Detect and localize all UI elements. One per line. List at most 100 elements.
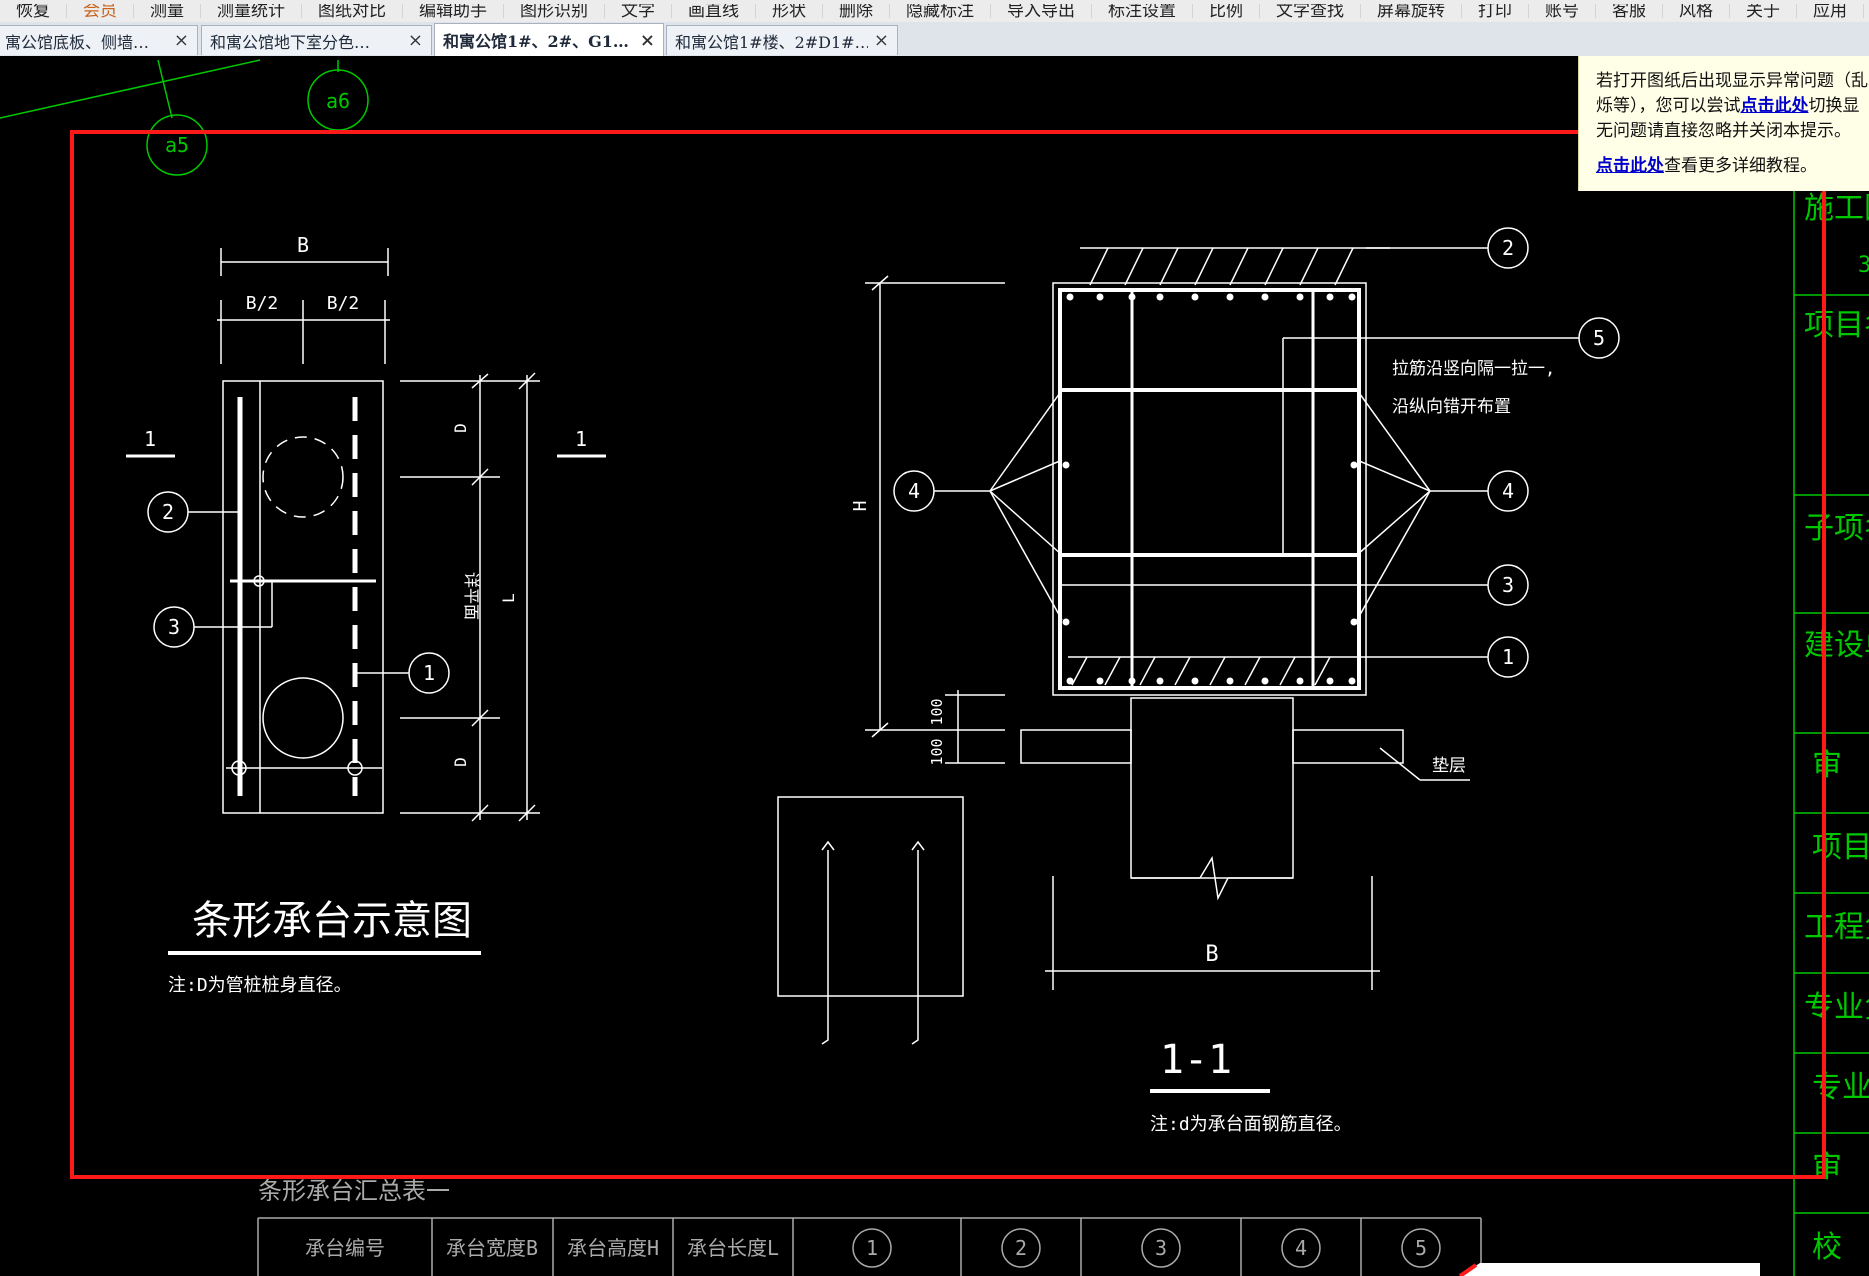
menu-item[interactable]: 文字 <box>605 4 672 18</box>
menu-item[interactable]: 文字查找 <box>1260 4 1361 18</box>
title-block-text: 审 <box>1812 1150 1842 1185</box>
menu-item[interactable]: 客服 <box>1596 4 1663 18</box>
dim-label: B <box>1205 942 1218 967</box>
dim-label: L <box>499 593 518 603</box>
dim-label: D <box>451 757 470 767</box>
display-issue-notice: 若打开图纸后出现显示异常问题（乱 烁等），您可以尝试点击此处切换显 无问题请直接… <box>1578 56 1869 191</box>
title-block-text: 施工图 <box>1804 191 1869 226</box>
switch-display-link[interactable]: 点击此处 <box>1740 96 1809 115</box>
dim-label: 100 <box>928 738 946 765</box>
menu-bar: 恢复会员测量测量统计图纸对比编辑助手图形识别文字画直线形状删除隐藏标注导入导出标… <box>0 0 1869 23</box>
drawing-title: 条形承台示意图 <box>192 898 472 944</box>
title-block-text: 项目 <box>1812 830 1869 865</box>
callout-number: 2 <box>162 500 174 524</box>
menu-item[interactable]: 测量 <box>134 4 201 18</box>
notice-text: 切换显 <box>1808 96 1860 115</box>
menu-item[interactable]: 账号 <box>1529 4 1596 18</box>
callout-number: 3 <box>1502 573 1514 597</box>
canvas-background <box>0 56 1869 1276</box>
menu-item[interactable]: 打印 <box>1462 4 1529 18</box>
strip-cap-plan <box>126 248 606 955</box>
title-block-text: 子项名 <box>1804 511 1869 546</box>
dim-label: B <box>297 233 309 257</box>
notice-line: 点击此处查看更多详细教程。 <box>1596 153 1869 178</box>
pile-outline <box>262 436 344 518</box>
grid-bubble-a5 <box>146 114 208 176</box>
menu-item[interactable]: 屏幕旋转 <box>1361 4 1462 18</box>
tab-document-2[interactable]: 和寓公馆地下室分色… × <box>201 25 432 55</box>
cushion-label: 垫层 <box>1432 756 1466 776</box>
grid-line <box>157 59 173 119</box>
menu-item[interactable]: 标注设置 <box>1092 4 1193 18</box>
close-icon[interactable]: × <box>873 30 889 51</box>
notice-line: 无问题请直接忽略并关闭本提示。 <box>1596 121 1851 140</box>
menu-item[interactable]: 画直线 <box>672 4 756 18</box>
callout-number: 5 <box>1593 326 1605 350</box>
menu-item[interactable]: 恢复 <box>0 4 67 18</box>
menu-item[interactable]: 图形识别 <box>504 4 605 18</box>
drawing-canvas[interactable]: a5 a6 <box>0 56 1869 1276</box>
grid-line <box>0 59 261 119</box>
dim-label: B/2 <box>327 293 360 314</box>
notice-line: 若打开图纸后出现显示异常问题（乱 <box>1596 71 1868 90</box>
menu-item[interactable]: 会员 <box>67 4 134 18</box>
table-header: 承台高度H <box>567 1236 659 1260</box>
title-block-text: 建设单 <box>1804 628 1869 663</box>
tab-label: 和寓公馆1#楼、2#D1#… <box>675 32 868 52</box>
section-mark: 1 <box>144 427 156 451</box>
close-icon[interactable]: × <box>639 29 655 51</box>
tab-document-1[interactable]: 寓公馆底板、侧墙… × <box>0 25 198 55</box>
menu-item[interactable]: 风格 <box>1663 4 1730 18</box>
callout-number: 4 <box>908 479 920 503</box>
callout-number: 2 <box>1502 236 1514 260</box>
partial-popup-edge <box>1460 1263 1760 1276</box>
title-block-text: 校 <box>1812 1230 1842 1265</box>
menu-item[interactable]: 隐藏标注 <box>890 4 991 18</box>
table-header: 5 <box>1415 1236 1427 1260</box>
tutorial-link[interactable]: 点击此处 <box>1596 156 1664 175</box>
close-icon[interactable]: × <box>173 30 189 51</box>
drawing-note: 注:d为承台面钢筋直径。 <box>1150 1114 1352 1135</box>
table-header: 承台编号 <box>305 1236 385 1260</box>
menu-item[interactable]: 比例 <box>1193 4 1260 18</box>
menu-item[interactable]: 图纸对比 <box>302 4 403 18</box>
tab-document-3[interactable]: 和寓公馆1#、2#、G1… × <box>434 23 664 56</box>
title-block-text: 专业 <box>1812 1070 1869 1105</box>
table-header: 4 <box>1295 1236 1307 1260</box>
notice-text: 烁等），您可以尝试 <box>1596 96 1741 115</box>
table-headers: 承台编号 承台宽度B 承台高度H 承台长度L 1 2 3 4 5 <box>305 1236 1427 1260</box>
dim-label: B/2 <box>246 293 279 314</box>
menu-item[interactable]: 导入导出 <box>991 4 1092 18</box>
table-header: 3 <box>1155 1236 1167 1260</box>
menu-item[interactable]: 编辑助手 <box>403 4 504 18</box>
dim-label: D <box>451 423 470 433</box>
table-header: 承台宽度B <box>446 1236 538 1260</box>
title-block-text: 审 <box>1812 748 1842 783</box>
menu-item[interactable]: 测量统计 <box>201 4 302 18</box>
grid-bubble-label: a6 <box>326 89 350 113</box>
menu-item[interactable]: 删除 <box>823 4 890 18</box>
notice-line: 烁等），您可以尝试点击此处切换显 <box>1596 93 1869 118</box>
title-block-text: 专业负 <box>1804 990 1869 1025</box>
title-block-text: 项目名 <box>1804 308 1869 343</box>
table-title: 条形承台汇总表一 <box>258 1177 450 1205</box>
menu-item[interactable]: 关于 <box>1730 4 1797 18</box>
menu-item[interactable]: 形状 <box>756 4 823 18</box>
summary-table <box>257 1217 1482 1276</box>
partial-popup-edge <box>1458 1263 1478 1276</box>
tab-label: 寓公馆底板、侧墙… <box>5 32 150 52</box>
title-block-text: 3 <box>1858 253 1869 278</box>
close-icon[interactable]: × <box>407 30 423 51</box>
callout-number: 1 <box>1502 645 1514 669</box>
drawing-note: 注:D为管桩桩身直径。 <box>168 975 352 996</box>
dim-label: 100 <box>928 698 946 725</box>
title-block <box>1793 56 1869 1276</box>
table-header: 1 <box>866 1236 878 1260</box>
section-mark: 1 <box>575 427 587 451</box>
tie-note: 拉筋沿竖向隔一拉一, <box>1392 359 1555 379</box>
callout-number: 4 <box>1502 479 1514 503</box>
menu-item[interactable]: 应用 <box>1797 4 1864 18</box>
cap-outline <box>222 380 384 814</box>
tab-document-4[interactable]: 和寓公馆1#楼、2#D1#… × <box>666 25 898 55</box>
highlight-rectangle <box>70 130 1826 1179</box>
